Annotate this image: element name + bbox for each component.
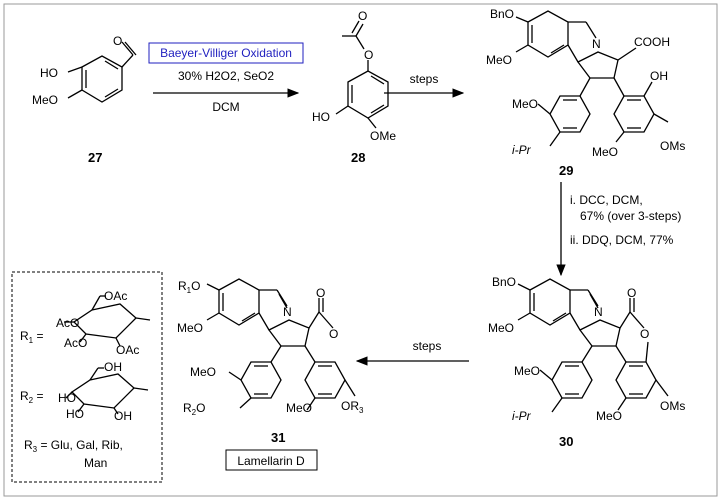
legend-r1-oac-2: OAc: [116, 343, 139, 357]
baeyer-villiger-box: [148, 42, 304, 64]
c30-ipr: i-Pr: [512, 409, 532, 423]
baeyer-villiger-label: Baeyer-Villiger Oxidation: [160, 46, 292, 60]
c31-r1o: R1O: [178, 279, 200, 295]
svg-text:O: O: [113, 34, 122, 48]
legend-r2-oh-2: OH: [114, 409, 132, 423]
c28-ome: OMe: [370, 129, 396, 143]
compound-31-number: 31: [271, 430, 285, 445]
arrow-steps-1: steps: [384, 72, 465, 98]
arrow-dcc-ddq: i. DCC, DCM, 67% (over 3-steps) ii. DDQ,…: [556, 182, 681, 277]
r-group-legend: R1 = OAc AcO AcO OAc R2 = OH HO HO OH R3…: [11, 271, 163, 483]
svg-text:N: N: [594, 305, 603, 319]
legend-r2-oh: OH: [104, 360, 122, 374]
legend-r1-label: R1 =: [20, 329, 43, 345]
svg-text:O: O: [364, 48, 373, 62]
c31-r2o: R2O: [183, 401, 205, 417]
arrow1-solvent: DCM: [212, 100, 239, 114]
c31-meo: MeO: [177, 321, 203, 335]
c30-meo: MeO: [488, 321, 514, 335]
c29-meo: MeO: [486, 53, 512, 67]
c29-bno: BnO: [490, 7, 514, 21]
legend-box: [11, 271, 163, 483]
compound-30: N O O BnO MeO MeO i-Pr MeO OMs 30: [488, 275, 685, 449]
arrow3-line2: 67% (over 3-steps): [580, 209, 681, 223]
arrow1-reagents: 30% H2O2, SeO2: [178, 69, 274, 83]
c27-meo: MeO: [32, 93, 58, 107]
arrow2-label: steps: [410, 72, 439, 86]
compound-27-number: 27: [88, 150, 102, 165]
compound-31: N O O R1O MeO MeO R2O MeO OR3 31 Lamella…: [177, 278, 364, 471]
svg-text:O: O: [316, 286, 325, 300]
c30-oms: OMs: [660, 399, 685, 413]
svg-text:N: N: [283, 305, 292, 319]
lamellarin-d-box: [225, 449, 318, 471]
svg-text:N: N: [592, 37, 601, 51]
c29-ipr: i-Pr: [512, 143, 532, 157]
compound-28-number: 28: [351, 150, 365, 165]
compound-28: O O HO OMe 28: [312, 9, 396, 165]
c29-meo2: MeO: [512, 97, 538, 111]
svg-text:O: O: [329, 327, 338, 341]
c29-cooh: COOH: [634, 35, 670, 49]
legend-r2-ho-2: HO: [66, 407, 84, 421]
lamellarin-d-label: Lamellarin D: [237, 454, 305, 468]
c29-meo3: MeO: [592, 145, 618, 159]
legend-r2-label: R2 =: [20, 389, 43, 405]
legend-r1-oac: OAc: [104, 289, 127, 303]
compound-29: N COOH BnO MeO MeO i-Pr OH MeO OMs 29: [486, 7, 685, 178]
c29-oms: OMs: [660, 139, 685, 153]
legend-r2-ho-1: HO: [58, 391, 76, 405]
arrow4-label: steps: [413, 339, 442, 353]
svg-text:O: O: [627, 286, 636, 300]
legend-r1-aco-1: AcO: [56, 316, 79, 330]
arrow-steps-2: steps: [355, 339, 469, 366]
c30-bno: BnO: [492, 275, 516, 289]
c31-meo3: MeO: [286, 401, 312, 415]
svg-text:O: O: [640, 327, 649, 341]
arrow3-line3: ii. DDQ, DCM, 77%: [570, 233, 674, 247]
c30-meo3: MeO: [596, 409, 622, 423]
compound-29-number: 29: [559, 163, 573, 178]
c30-meo2: MeO: [514, 364, 540, 378]
legend-r3-line1: R3 = Glu, Gal, Rib,: [24, 438, 123, 454]
legend-r1-aco-2: AcO: [64, 336, 87, 350]
compound-30-number: 30: [559, 434, 573, 449]
arrow3-line1: i. DCC, DCM,: [570, 193, 643, 207]
svg-text:O: O: [358, 9, 367, 23]
c31-meo2: MeO: [190, 365, 216, 379]
c27-ho: HO: [40, 66, 58, 80]
c29-oh: OH: [650, 69, 668, 83]
c28-ho: HO: [312, 110, 330, 124]
arrow-baeyer-villiger: Baeyer-Villiger Oxidation 30% H2O2, SeO2…: [148, 42, 304, 114]
compound-27: O HO MeO 27: [32, 34, 137, 165]
c31-or3: OR3: [341, 399, 364, 415]
legend-r3-line2: Man: [84, 456, 107, 470]
outer-frame: [3, 3, 718, 497]
